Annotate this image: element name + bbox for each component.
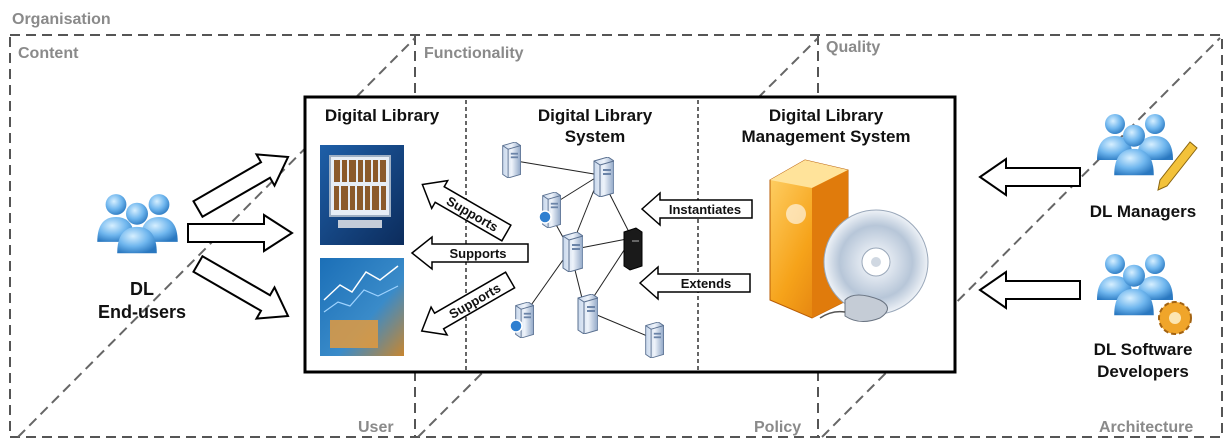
extends-arrow: Extends (638, 265, 751, 301)
region-label-functionality: Functionality (424, 45, 524, 62)
extends-label: Extends (681, 276, 732, 291)
server-dark-icon (623, 227, 643, 271)
region-label-user: User (358, 419, 394, 436)
cd-disc-icon (823, 209, 929, 315)
server-icon-4 (577, 294, 598, 334)
end-user-arrow-middle (187, 213, 294, 253)
developers-icon (1097, 254, 1192, 335)
developers-label-line2: Developers (1097, 362, 1189, 381)
server-icon-2 (593, 157, 614, 197)
region-label-architecture: Architecture (1099, 419, 1193, 436)
developers-label-line1: DL Software (1094, 340, 1193, 359)
end-users-label-line1: DL (130, 279, 154, 299)
server-icon-1 (502, 142, 521, 178)
computer-library-image (320, 145, 404, 245)
managers-arrow (978, 157, 1081, 197)
region-label-quality: Quality (826, 39, 880, 56)
region-label-policy: Policy (754, 419, 801, 436)
region-label-organisation: Organisation (12, 11, 111, 28)
mouse-icon (819, 294, 888, 322)
end-users-icon (97, 194, 178, 254)
end-users-label-line2: End-users (98, 302, 186, 322)
supports-arrow-2: Supports (410, 235, 529, 271)
server-icon-3 (562, 232, 583, 272)
end-user-arrow-upper (192, 153, 290, 219)
supports-label-2: Supports (449, 246, 506, 261)
managers-icon (1097, 114, 1198, 191)
dlms-title-line1: Digital Library (769, 106, 884, 125)
instantiates-arrow: Instantiates (640, 191, 753, 227)
server-db-icon (645, 322, 664, 358)
end-user-arrow-lower (192, 254, 290, 320)
region-label-content: Content (18, 45, 79, 62)
developers-arrow (978, 270, 1081, 310)
dlms-title-line2: Management System (741, 127, 910, 146)
instantiates-label: Instantiates (669, 202, 741, 217)
dl-title: Digital Library (325, 106, 440, 125)
dls-title-line2: System (565, 127, 625, 146)
organisation-frame (9, 34, 1223, 438)
dls-title-line1: Digital Library (538, 106, 653, 125)
managers-label: DL Managers (1090, 202, 1196, 221)
diagonal-3 (821, 37, 1221, 438)
data-chart-image (320, 258, 404, 356)
